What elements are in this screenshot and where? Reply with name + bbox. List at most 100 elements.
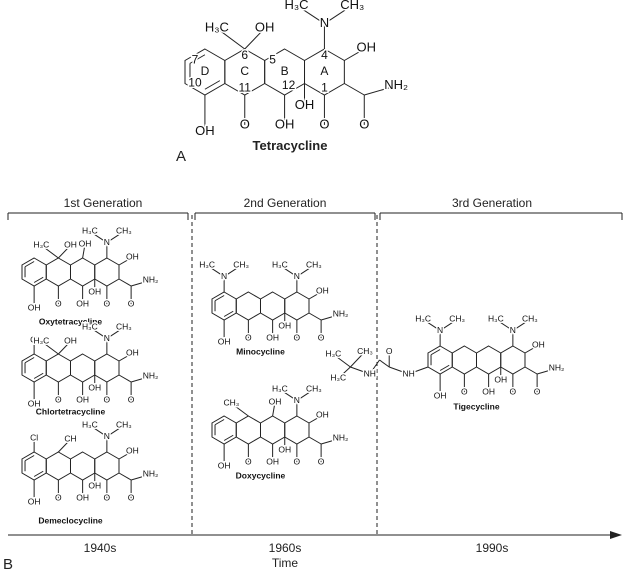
ring-number-label: 11 [239, 80, 252, 94]
atom-label-c1_o: O [104, 492, 111, 502]
generation-2-label: 2nd Generation [243, 196, 327, 210]
double-bond [24, 261, 35, 268]
oxytetracycline-ring-A [94, 257, 120, 287]
atom-label-c3_oh: OH [357, 39, 377, 54]
atom-label-n: N [294, 271, 300, 281]
amide-bond [524, 366, 538, 375]
atom-label-n_me2: CH₃ [116, 420, 132, 430]
atom-label-c6_me: CH₃ [224, 398, 240, 408]
minocycline-name-label: Minocycline [236, 346, 285, 356]
amide-bond [118, 472, 132, 481]
atom-label-c10_oh: OH [434, 391, 447, 401]
chlortetracycline-name-label: Chlortetracycline [36, 406, 106, 416]
timeline-tick-1960s: 1960s [268, 541, 302, 555]
bond-n_me2 [324, 4, 353, 25]
bond-n_me1 [495, 318, 514, 332]
ring-number-label: 5 [269, 53, 276, 67]
bond-n_me1 [89, 326, 108, 340]
double-bond [214, 295, 225, 302]
oxytetracycline-ring-D [21, 257, 47, 287]
minocycline-ring-D [211, 291, 237, 321]
atom-label-c7n: N [437, 325, 443, 335]
atom-label-n_me1: H₃C [82, 420, 98, 430]
atom-label-c7_me2: CH₃ [233, 260, 249, 270]
atom-label-c12_oh: OH [76, 298, 89, 308]
atom-label-c10_oh: OH [218, 461, 231, 471]
atom-label-c3_oh: OH [532, 340, 545, 350]
atom-label-c12_oh: OH [76, 394, 89, 404]
atom-label-c12_oh: OH [266, 456, 279, 466]
atom-label-amide_o: O [318, 332, 325, 342]
ring-number-label: 7 [192, 53, 199, 67]
bond-amide_n [536, 367, 557, 375]
atom-label-amide_n: NH₂ [143, 469, 159, 479]
atom-label-c11_o: O [240, 116, 250, 131]
atom-label-c3_oh: OH [126, 446, 139, 456]
atom-label-c11_o: O [55, 492, 62, 502]
atom-label-c1_o: O [104, 394, 111, 404]
atom-label-c10_oh: OH [218, 337, 231, 347]
amide-bond [344, 83, 365, 96]
timeline-arrowhead [610, 531, 622, 539]
oxytetracycline-ring-B [69, 257, 96, 287]
atom-label-c1_o: O [294, 332, 301, 342]
bond-n_me1 [296, 4, 325, 25]
atom-label-c10_oh: OH [28, 497, 41, 507]
bond-n_me1 [89, 230, 108, 244]
atom-label-n: N [104, 237, 110, 247]
chain-bond [408, 366, 429, 375]
atom-label-c6_oh: OH [64, 240, 77, 250]
atom-label-c3_oh: OH [316, 410, 329, 420]
bond-c3_oh [524, 344, 539, 354]
bond-n_me1 [89, 424, 108, 438]
atom-label-n_me1: H₃C [272, 260, 288, 270]
atom-label-c1_o: O [319, 116, 329, 131]
amide-bond [308, 436, 322, 445]
atom-label-c3_oh: OH [126, 348, 139, 358]
atom-label-c12a_oh: OH [278, 321, 291, 331]
atom-label-c7_me1: H₃C [199, 260, 215, 270]
timeline-tick-1990s: 1990s [475, 541, 509, 555]
atom-label-n_me2: CH₃ [306, 384, 322, 394]
main-title: Tetracycline [252, 138, 328, 153]
bond-c3_oh [118, 256, 133, 266]
atom-label-c11_o: O [55, 298, 62, 308]
atom-label-c3_oh: OH [316, 286, 329, 296]
atom-label-c12a_oh: OH [295, 97, 315, 112]
atom-label-c12_oh: OH [76, 492, 89, 502]
double-bond [223, 434, 234, 441]
bond-n_me2 [106, 230, 125, 244]
bond-c6_me [231, 402, 249, 417]
atom-label-c1_o: O [294, 456, 301, 466]
tigecycline-ring-A [500, 345, 526, 375]
atom-label-c7: Cl [30, 334, 38, 344]
atom-label-c7n: N [221, 271, 227, 281]
panel-label-b: B [2, 556, 14, 573]
bond-c7_me1 [206, 264, 225, 278]
chlortetracycline-ring-B [69, 353, 96, 383]
atom-label-c10_oh: OH [28, 399, 41, 409]
bond-c3_oh [308, 414, 323, 424]
doxycycline-ring-D [211, 415, 237, 445]
atom-label-c12_oh: OH [266, 332, 279, 342]
atom-label-c11_o: O [245, 332, 252, 342]
panel-label-a: A [175, 148, 187, 165]
bond-amide_n [320, 313, 341, 321]
amide-bond [118, 374, 132, 383]
atom-label-c7_me2: CH₃ [449, 314, 465, 324]
atom-label-n: N [104, 431, 110, 441]
atom-label-c1_o: O [510, 386, 517, 396]
chain-bond [389, 366, 409, 375]
atom-label-c6_me: H₃C [205, 20, 229, 35]
ring-number-label: C [240, 64, 249, 78]
minocycline-ring-C [235, 291, 261, 321]
atom-label-n_me1: H₃C [272, 384, 288, 394]
bond-c5_oh [272, 401, 276, 417]
bond-c3_oh [308, 290, 323, 300]
atom-label-c6_oh: OH [255, 20, 275, 35]
amide-bond [308, 312, 322, 321]
doxycycline-ring-B [259, 415, 286, 445]
amide-bond [118, 278, 132, 287]
oxytetracycline-name-label: Oxytetracycline [39, 316, 103, 326]
